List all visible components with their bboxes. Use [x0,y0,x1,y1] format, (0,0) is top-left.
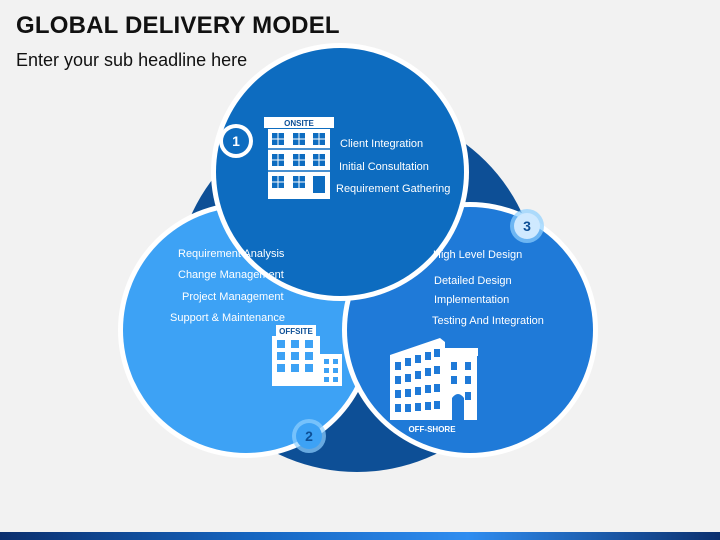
offsite-building-icon: OFFSITE [272,325,342,386]
onsite-building-icon: ONSITE [264,117,334,199]
onsite-number-badge: 1 [219,124,253,158]
offsite-item-3: Project Management [182,291,284,303]
offshore-tag: OFF-SHORE [408,425,456,434]
page-subtitle: Enter your sub headline here [16,50,248,70]
offsite-number: 2 [305,428,313,444]
offshore-skyscraper-icon [390,338,478,420]
offsite-number-badge: 2 [292,419,326,453]
offsite-tag: OFFSITE [279,327,313,336]
offsite-item-4: Support & Maintenance [170,312,285,324]
footer-gradient-bar [0,532,720,540]
onsite-item-3: Requirement Gathering [336,183,450,195]
offshore-item-2: Detailed Design [434,275,512,287]
offshore-number-badge: 3 [510,209,544,243]
onsite-tag: ONSITE [284,119,314,128]
onsite-segment [211,43,469,301]
offshore-item-3: Implementation [434,294,509,306]
onsite-number: 1 [232,133,240,149]
offshore-item-4: Testing And Integration [432,315,544,327]
onsite-item-2: Initial Consultation [339,161,429,173]
offshore-item-1: High Level Design [433,249,522,261]
page-title: GLOBAL DELIVERY MODEL [16,12,340,39]
offsite-item-1: Requirement Analysis [178,248,285,260]
onsite-item-1: Client Integration [340,138,423,150]
offshore-number: 3 [523,218,531,234]
offsite-item-2: Change Management [178,269,284,281]
